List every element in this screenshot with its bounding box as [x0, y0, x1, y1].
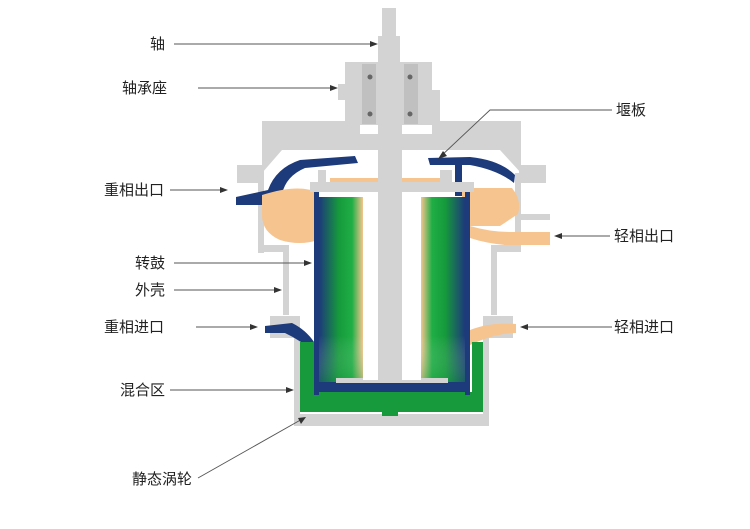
- casing-bottom: [294, 414, 489, 426]
- shaft-assembly: [338, 8, 440, 380]
- drum-wall-right: [465, 190, 470, 395]
- label-rotor-drum: 转鼓: [135, 254, 165, 272]
- drum-fade-left: [319, 197, 363, 382]
- label-outer-shell: 外壳: [135, 281, 165, 299]
- bearing-housing-inner-right: [404, 64, 418, 124]
- text-labels: 轴 轴承座 堰板 重相出口 轻相出口 转鼓 外壳 重相进口 轻相进口 混合区 静…: [104, 35, 674, 488]
- arrow-rotor-drum: [304, 260, 312, 266]
- label-heavy-phase-outlet: 重相出口: [104, 181, 164, 199]
- drum-fade-right: [421, 197, 465, 382]
- bearing-ball: [407, 74, 413, 80]
- heavy-phase-channels: [236, 156, 515, 352]
- shaft-bore-right: [402, 197, 421, 380]
- bearing-ball: [367, 111, 373, 117]
- shaft-step: [378, 36, 400, 64]
- heavy-channel-right: [428, 157, 515, 183]
- arrow-shaft: [370, 41, 378, 47]
- arrow-bearing-housing: [330, 85, 338, 91]
- arrow-light-outlet: [554, 233, 562, 239]
- bearing-ball: [407, 111, 413, 117]
- light-chamber-right: [462, 188, 520, 226]
- label-weir-plate: 堰板: [616, 101, 646, 119]
- static-turbine-hub: [382, 398, 398, 416]
- mixing-zone-fluid: [300, 342, 483, 416]
- light-outlet-pipe: [515, 214, 550, 220]
- heavy-inlet-fluid: [265, 323, 314, 352]
- light-inlet-fluid: [470, 323, 516, 345]
- arrow-static-turbine: [298, 417, 306, 424]
- label-heavy-phase-inlet: 重相进口: [104, 318, 164, 336]
- light-outlet-fluid: [470, 226, 550, 245]
- leader-lines: [170, 41, 612, 479]
- shaft-bore-left: [363, 197, 378, 380]
- outer-shell-left-wall: [283, 245, 289, 315]
- light-chamber-left: [262, 188, 318, 243]
- arrow-light-inlet: [520, 324, 528, 330]
- bearing-housing-inner-left: [362, 64, 376, 124]
- label-mixing-zone: 混合区: [120, 381, 165, 399]
- arrow-heavy-inlet: [250, 324, 258, 330]
- drum-wall-left: [314, 190, 319, 395]
- shoulder-left: [258, 245, 288, 252]
- shaft-main: [378, 62, 402, 380]
- bearing-ball: [367, 74, 373, 80]
- upper-flange-right: [519, 165, 546, 183]
- arrow-heavy-outlet: [220, 187, 228, 193]
- weir-plate-right: [440, 170, 452, 182]
- weir-plates: [318, 170, 452, 182]
- static-turbine-plate: [300, 395, 483, 399]
- mixing-zone-bowl: [300, 342, 483, 412]
- outer-shell-right-wall: [491, 245, 497, 315]
- weir-plate-left: [318, 170, 326, 182]
- upper-wall-left: [258, 173, 264, 253]
- leader-weir-plate: [439, 109, 612, 158]
- label-static-turbine: 静态涡轮: [132, 470, 192, 488]
- heavy-channel-left: [236, 156, 358, 205]
- lower-casing-left-wall: [294, 334, 300, 426]
- upper-flange-left: [237, 165, 264, 183]
- shaft-top: [382, 8, 396, 38]
- leader-static-turbine: [197, 417, 305, 479]
- label-bearing-housing: 轴承座: [122, 79, 167, 97]
- drum-bottom-rim: [314, 382, 470, 392]
- label-light-phase-inlet: 轻相进口: [614, 318, 674, 336]
- lower-casing-right-wall: [483, 334, 489, 426]
- arrow-outer-shell: [274, 287, 282, 293]
- arrow-mixing-zone: [286, 387, 294, 393]
- arrow-weir-plate: [438, 151, 447, 159]
- drum-bottom-inner: [336, 378, 448, 383]
- label-shaft: 轴: [150, 35, 165, 53]
- heavy-channel-riser-right: [455, 160, 462, 196]
- shoulder-right: [495, 245, 521, 252]
- label-light-phase-outlet: 轻相出口: [614, 227, 674, 245]
